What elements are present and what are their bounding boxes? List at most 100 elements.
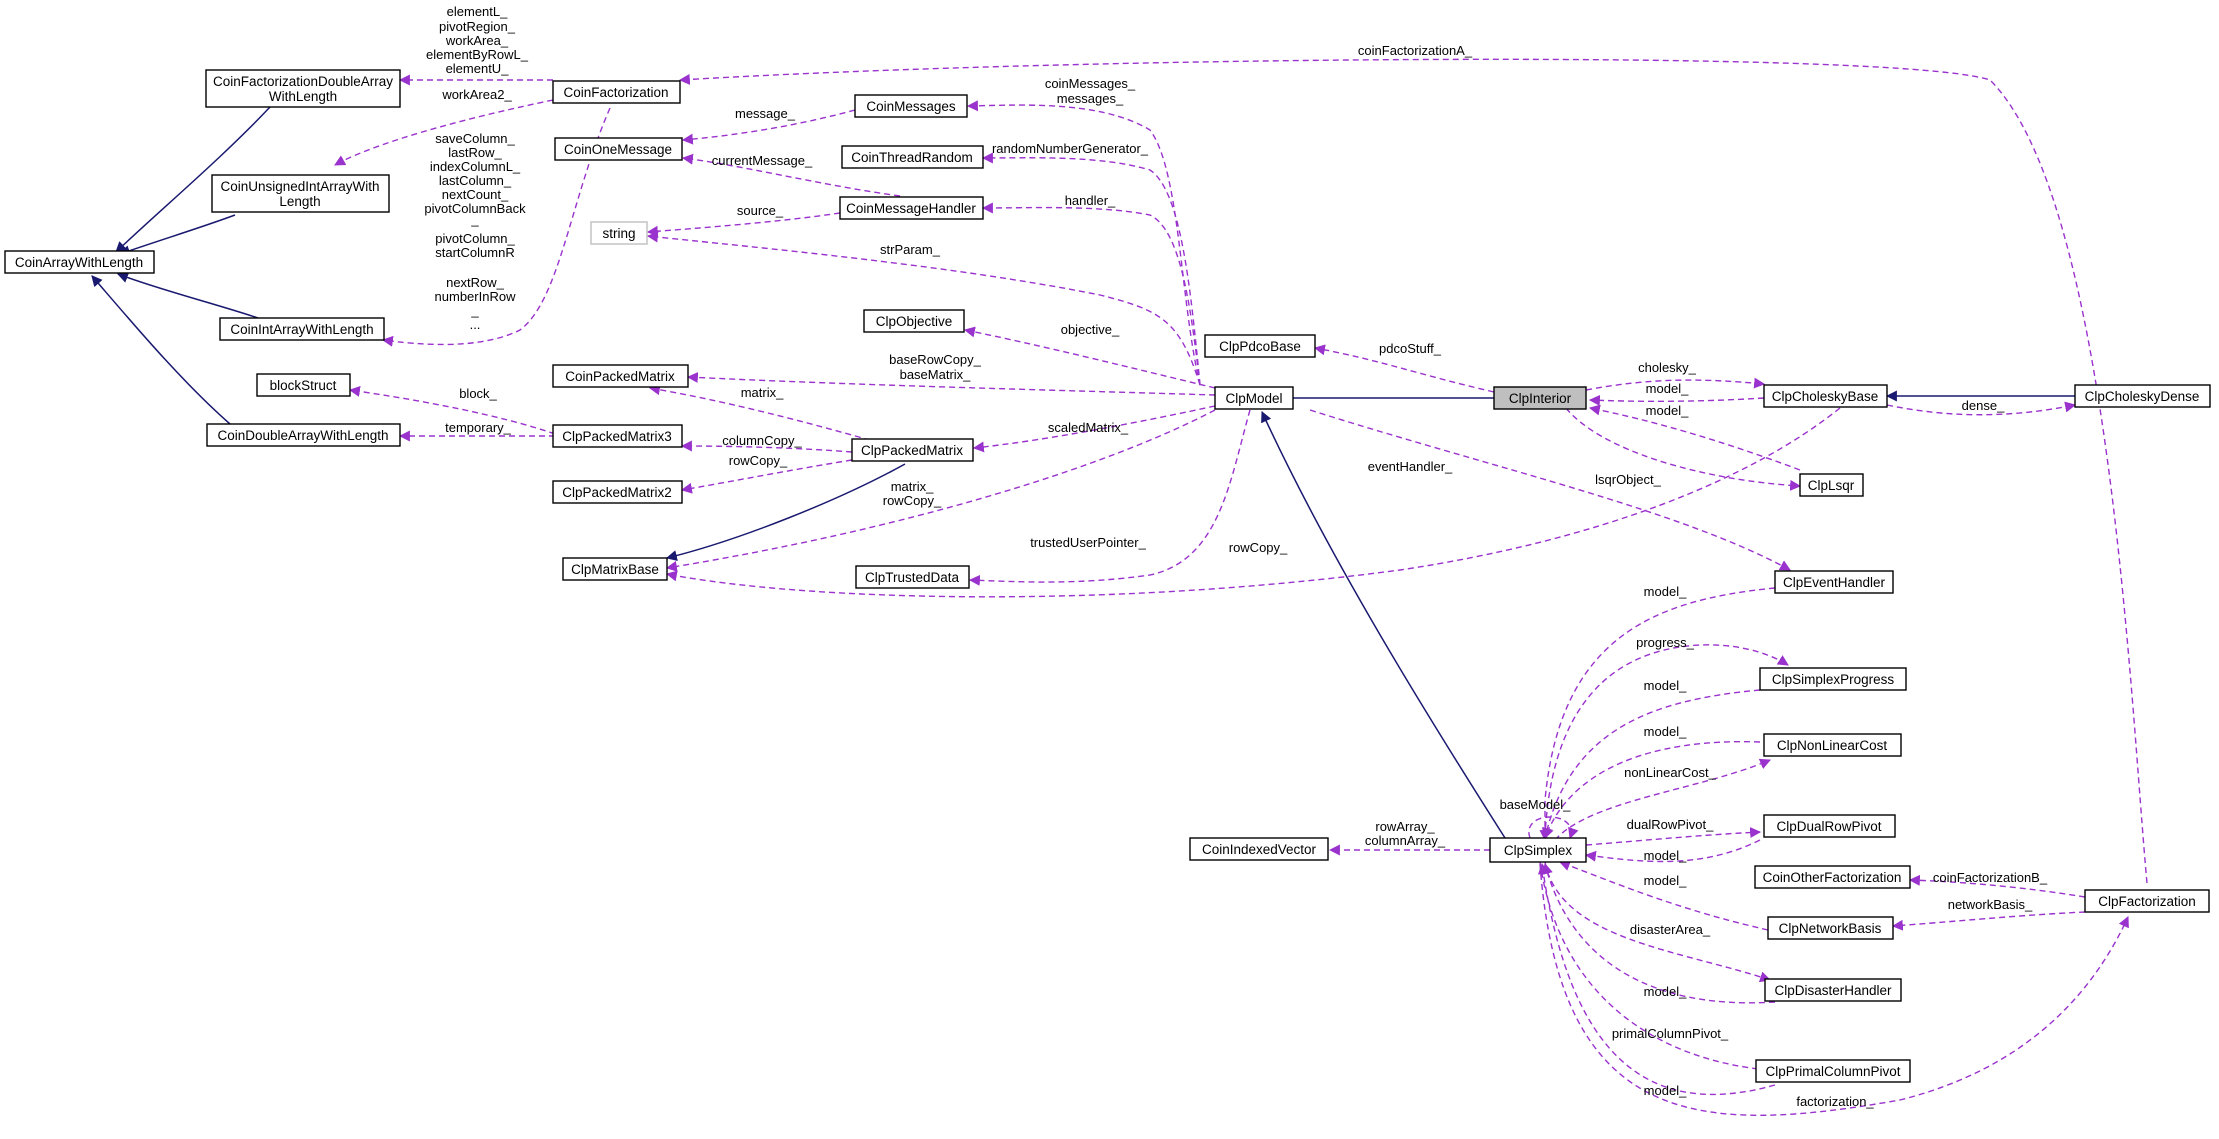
edge-coinFactorizationB	[1908, 874, 2086, 898]
edge-model-eventhandler	[1539, 587, 1776, 842]
node-ClpLsqr[interactable]: ClpLsqr	[1799, 473, 1864, 497]
edge-nonLinearCost	[1554, 758, 1772, 841]
label-source: source_	[737, 203, 784, 218]
edge-coinFactorizationA	[678, 58, 2148, 884]
svg-text:CoinOtherFactorization: CoinOtherFactorization	[1763, 870, 1902, 885]
edge-coinMessages	[966, 100, 1201, 386]
node-ClpObjective[interactable]: ClpObjective	[863, 309, 965, 333]
label-model-lsqr: model_	[1646, 403, 1689, 418]
node-ClpModel[interactable]: ClpModel	[1214, 386, 1294, 410]
edge-workArea2	[334, 99, 554, 166]
svg-text:CoinMessages: CoinMessages	[866, 99, 956, 114]
node-CoinOneMessage[interactable]: CoinOneMessage	[554, 137, 683, 161]
edge-randomNumberGenerator	[981, 152, 1201, 386]
node-ClpSimplexProgress[interactable]: ClpSimplexProgress	[1759, 667, 1907, 691]
label-pdcoStuff: pdcoStuff_	[1379, 341, 1442, 356]
label-columnArray: columnArray_	[1365, 833, 1446, 848]
node-blockStruct[interactable]: blockStruct	[256, 373, 351, 397]
node-string[interactable]: string	[590, 221, 648, 245]
node-CoinPackedMatrix[interactable]: CoinPackedMatrix	[552, 364, 689, 388]
label-dense: dense_	[1962, 398, 2005, 413]
edge-message	[681, 109, 856, 145]
svg-text:ClpPrimalColumnPivot: ClpPrimalColumnPivot	[1765, 1064, 1900, 1079]
node-ClpDualRowPivot[interactable]: ClpDualRowPivot	[1763, 814, 1896, 838]
edge-handler	[981, 202, 1201, 386]
node-CoinThreadRandom[interactable]: CoinThreadRandom	[841, 145, 984, 169]
edge-scaledMatrix	[972, 405, 1216, 453]
svg-text:CoinMessageHandler: CoinMessageHandler	[846, 201, 976, 216]
node-CoinUnsignedIntArrayWithLength[interactable]: CoinUnsignedIntArrayWith Length	[211, 174, 390, 213]
node-CoinOtherFactorization[interactable]: CoinOtherFactorization	[1754, 865, 1911, 889]
node-ClpPackedMatrix2[interactable]: ClpPackedMatrix2	[552, 480, 683, 504]
edge-source	[646, 212, 841, 237]
label-baseRowCopy: baseRowCopy_	[889, 352, 982, 367]
node-CoinMessages[interactable]: CoinMessages	[854, 94, 968, 118]
label-currentMessage: currentMessage_	[712, 153, 813, 168]
label-workArea2: workArea2_	[441, 87, 512, 102]
node-CoinIndexedVector[interactable]: CoinIndexedVector	[1189, 837, 1329, 861]
label-networkBasis: networkBasis_	[1948, 897, 2033, 912]
svg-text:CoinFactorization: CoinFactorization	[563, 85, 668, 100]
edge-coinunsignedint-inherits-coinarray	[118, 214, 236, 256]
edge-cholesky	[1585, 377, 1766, 391]
node-ClpCholeskyDense[interactable]: ClpCholeskyDense	[2074, 384, 2211, 408]
node-CoinDoubleArrayWithLength[interactable]: CoinDoubleArrayWithLength	[206, 423, 401, 447]
node-ClpTrustedData[interactable]: ClpTrustedData	[855, 565, 970, 589]
edge-rowCopy-cholesky	[665, 407, 1841, 598]
edge-pdcoStuff	[1313, 344, 1495, 393]
node-ClpNetworkBasis[interactable]: ClpNetworkBasis	[1767, 916, 1894, 940]
edge-factorization	[1539, 863, 2129, 1116]
edge-model-dualrowpivot	[1584, 839, 1761, 863]
edge-rowCopy-pm2	[680, 459, 853, 494]
node-ClpPackedMatrix3[interactable]: ClpPackedMatrix3	[552, 424, 683, 448]
svg-text:ClpPackedMatrix3: ClpPackedMatrix3	[562, 429, 672, 444]
node-ClpMatrixBase[interactable]: ClpMatrixBase	[562, 557, 668, 581]
label-nextCount: nextCount_	[442, 187, 509, 202]
class-nodes: ClpInterior ClpModel ClpSimplex ClpChole…	[4, 69, 2211, 1083]
svg-text:CoinFactorizationDoubleArray: CoinFactorizationDoubleArray	[213, 74, 393, 89]
label-model-sp: model_	[1644, 678, 1687, 693]
node-CoinArrayWithLength[interactable]: CoinArrayWithLength	[4, 250, 155, 274]
label-underscore-1: _	[470, 212, 479, 227]
node-ClpFactorization[interactable]: ClpFactorization	[2084, 889, 2210, 913]
svg-text:CoinPackedMatrix: CoinPackedMatrix	[565, 369, 675, 384]
label-randomNumberGenerator: randomNumberGenerator_	[992, 141, 1149, 156]
node-CoinIntArrayWithLength[interactable]: CoinIntArrayWithLength	[219, 317, 385, 341]
edge-progress	[1544, 644, 1789, 839]
label-workArea: workArea_	[445, 33, 509, 48]
svg-text:blockStruct: blockStruct	[270, 378, 337, 393]
edge-coindoublearray-inherits-coinarray	[91, 275, 231, 425]
edge-matrix-pm-coinpacked	[648, 384, 881, 444]
label-indexColumnL: indexColumnL_	[430, 159, 521, 174]
svg-text:ClpObjective: ClpObjective	[876, 314, 953, 329]
node-CoinMessageHandler[interactable]: CoinMessageHandler	[839, 196, 984, 220]
edge-labels: coinFactorizationA_ elementL_ pivotRegio…	[424, 4, 2047, 1109]
svg-text:ClpSimplex: ClpSimplex	[1504, 843, 1573, 858]
node-ClpNonLinearCost[interactable]: ClpNonLinearCost	[1763, 733, 1902, 757]
node-ClpPdcoBase[interactable]: ClpPdcoBase	[1204, 334, 1316, 358]
edge-baseRowCopy	[686, 371, 1216, 396]
node-ClpDisasterHandler[interactable]: ClpDisasterHandler	[1764, 978, 1902, 1002]
node-ClpPrimalColumnPivot[interactable]: ClpPrimalColumnPivot	[1755, 1059, 1911, 1083]
label-model-eh: model_	[1644, 584, 1687, 599]
edge-eventHandler	[1309, 409, 1791, 571]
edge-dense	[1886, 401, 2077, 416]
node-ClpSimplex[interactable]: ClpSimplex	[1489, 837, 1587, 863]
svg-text:Length: Length	[279, 194, 320, 209]
node-ClpEventHandler[interactable]: ClpEventHandler	[1774, 570, 1894, 594]
node-CoinFactorization[interactable]: CoinFactorization	[552, 80, 681, 104]
node-ClpPackedMatrix[interactable]: ClpPackedMatrix	[851, 438, 974, 462]
label-lastRow: lastRow_	[448, 145, 502, 160]
node-CoinFactorizationDoubleArrayWithLength[interactable]: CoinFactorizationDoubleArray WithLength	[205, 69, 401, 108]
node-ClpInterior[interactable]: ClpInterior	[1493, 386, 1587, 410]
svg-text:ClpDisasterHandler: ClpDisasterHandler	[1774, 983, 1892, 998]
label-ellipsis: ...	[470, 317, 481, 332]
label-columnCopy: columnCopy_	[722, 433, 802, 448]
label-nextRow: nextRow_	[446, 275, 505, 290]
svg-text:ClpEventHandler: ClpEventHandler	[1783, 575, 1886, 590]
edge-clpsimplex-inherits-clpmodel	[1261, 411, 1506, 839]
edge-coinfactdoublearray-inherits-coinarray	[115, 106, 271, 253]
node-ClpCholeskyBase[interactable]: ClpCholeskyBase	[1763, 384, 1888, 408]
svg-text:ClpInterior: ClpInterior	[1509, 391, 1572, 406]
label-pivotColumn: pivotColumn_	[435, 231, 515, 246]
